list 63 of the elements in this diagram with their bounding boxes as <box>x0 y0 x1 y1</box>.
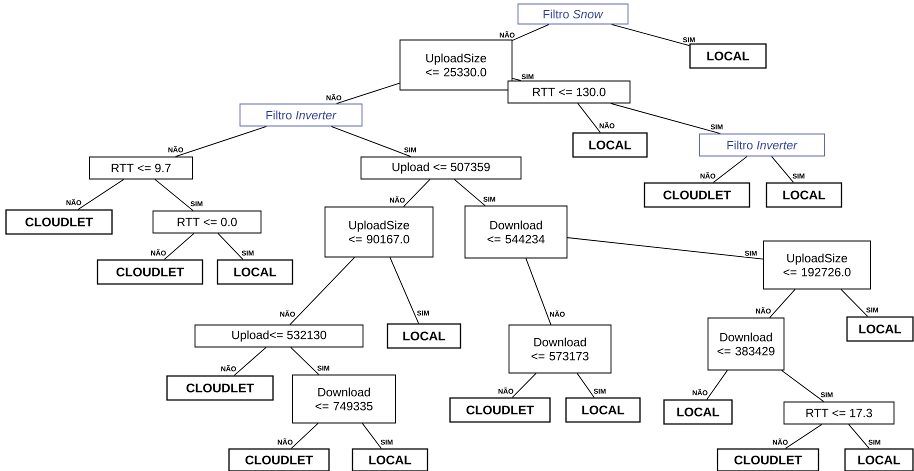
branch-line <box>712 156 748 183</box>
branch-line <box>577 103 601 133</box>
branch-line <box>218 233 244 260</box>
branch-line <box>610 103 721 134</box>
branch-line <box>390 257 419 324</box>
branch-line <box>234 347 266 376</box>
leaf-box: LOCAL <box>663 399 733 425</box>
decision-box: Download <= 544234 <box>464 206 568 258</box>
leaf-box: CLOUDLET <box>716 448 820 471</box>
decision-box: Upload<= 532130 <box>194 324 364 348</box>
leaf-box: LOCAL <box>689 43 767 69</box>
branch-line <box>164 233 194 260</box>
branch-line <box>290 257 355 325</box>
leaf-box: CLOUDLET <box>96 259 204 285</box>
leaf-box: LOCAL <box>572 132 648 158</box>
decision-box: Upload <= 507359 <box>360 156 522 180</box>
branch-line <box>336 82 400 104</box>
decision-box: Download <= 573173 <box>508 324 612 374</box>
branch-line <box>840 289 868 317</box>
branch-line <box>785 424 822 449</box>
filter-box: Filtro Snow <box>518 4 628 24</box>
decision-box: RTT <= 0.0 <box>152 210 262 234</box>
branch-line <box>512 24 550 41</box>
branch-line <box>290 347 320 375</box>
branch-line <box>848 424 870 449</box>
branch-line <box>454 179 486 206</box>
filter-box: Filtro Inverter <box>699 134 825 156</box>
leaf-box: CLOUDLET <box>166 375 274 401</box>
branch-line <box>781 370 824 402</box>
leaf-box: CLOUDLET <box>644 182 750 208</box>
leaf-box: LOCAL <box>565 397 641 423</box>
branch-line <box>771 156 794 183</box>
decision-box: RTT <= 17.3 <box>784 402 894 424</box>
leaf-box: LOCAL <box>352 448 428 471</box>
leaf-box: LOCAL <box>844 448 914 471</box>
branch-line <box>403 179 430 207</box>
branch-line <box>706 370 728 400</box>
leaf-box: CLOUDLET <box>449 397 551 423</box>
branch-line <box>362 423 382 449</box>
branch-line <box>175 126 267 157</box>
decision-box: UploadSize <= 192726.0 <box>763 240 871 290</box>
branch-line <box>611 24 690 46</box>
branch-line <box>290 423 318 449</box>
leaf-box: LOCAL <box>846 316 914 342</box>
leaf-box: CLOUDLET <box>5 209 113 235</box>
leaf-box: LOCAL <box>216 259 294 285</box>
branch-line <box>769 289 796 318</box>
leaf-box: LOCAL <box>766 182 842 208</box>
decision-box: Download <= 383429 <box>708 318 784 370</box>
decision-box: UploadSize <= 90167.0 <box>324 206 434 258</box>
branch-line <box>330 126 412 157</box>
branch-line <box>576 373 595 398</box>
branch-line <box>78 179 124 210</box>
branch-line <box>526 258 552 325</box>
leaf-box: CLOUDLET <box>228 448 330 471</box>
branch-line <box>567 237 764 260</box>
filter-box: Filtro Inverter <box>240 104 362 126</box>
decision-box: Download <= 749335 <box>292 374 396 424</box>
decision-box: UploadSize <= 25330.0 <box>400 40 512 90</box>
branch-line <box>154 179 194 211</box>
leaf-box: LOCAL <box>386 323 462 349</box>
branch-line <box>512 373 536 398</box>
decision-box: RTT <= 9.7 <box>89 156 193 180</box>
